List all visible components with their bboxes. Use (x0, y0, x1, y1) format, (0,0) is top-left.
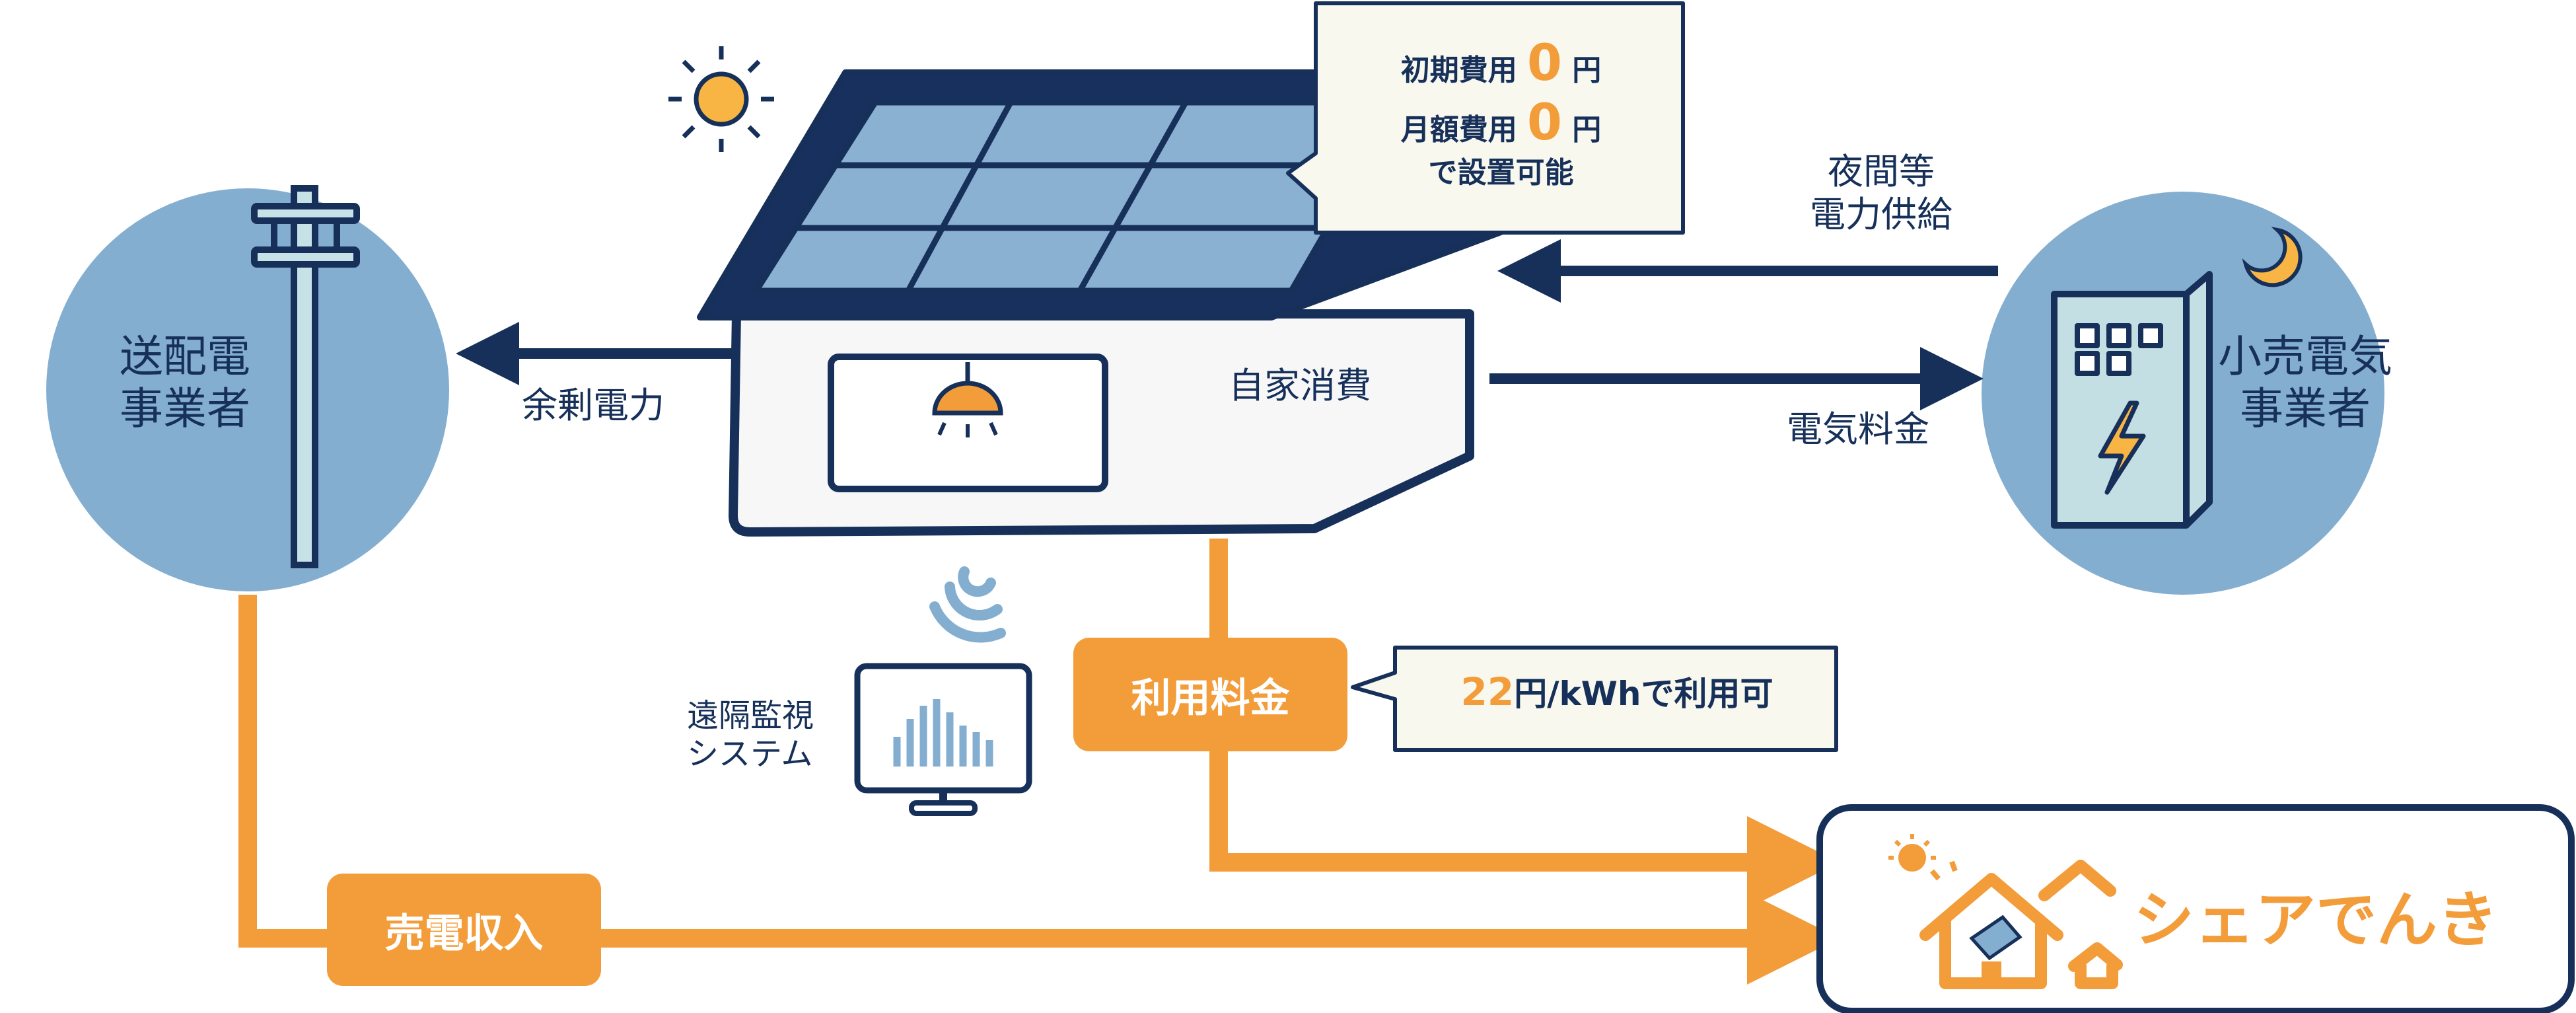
initial-cost-value: 0 (1527, 33, 1562, 92)
solar-panel-grid (796, 100, 1364, 293)
monitoring-line2: システム (687, 735, 813, 772)
monitoring-line1: 遠隔監視 (687, 697, 814, 734)
wifi-signal-icon (929, 566, 1006, 643)
sales-income-badge: 売電収入 (327, 874, 601, 986)
house-logo-icon (1888, 834, 2123, 989)
grid-operator-label: 送配電 事業者 (102, 330, 268, 435)
grid-operator-node (46, 185, 449, 591)
cost-callout-box (1286, 1, 1685, 235)
moon-icon (2242, 227, 2303, 287)
sales-income-flow (238, 595, 1840, 985)
monthly-cost-currency: 円 (1572, 113, 1602, 147)
retailer-node (1982, 192, 2384, 595)
utility-pole-icon (251, 185, 360, 568)
surplus-label: 余剰電力 (522, 385, 664, 426)
power-cabinet-icon (2051, 271, 2213, 529)
self-consumption-label: 自家消費 (1229, 365, 1371, 406)
usage-fee-badge: 利用料金 (1073, 638, 1347, 751)
brand-box (1816, 804, 2575, 1013)
monthly-cost-label: 月額費用 (1400, 113, 1517, 147)
lamp-icon (932, 362, 1003, 437)
sun-icon (668, 46, 774, 152)
grid-operator-line2: 事業者 (120, 383, 250, 435)
house-window (828, 354, 1108, 492)
night-supply-label: 夜間等 電力供給 (1810, 151, 1952, 237)
cost-monthly-row: 月額費用 0 円 (1321, 93, 1681, 151)
rate-callout-box (1351, 646, 1838, 752)
house (697, 69, 1506, 537)
night-supply-line1: 夜間等 (1828, 151, 1935, 192)
retailer-line1: 小売電気 (2218, 331, 2392, 382)
monitor-chart-icon (854, 663, 1032, 816)
lightning-icon (2098, 400, 2146, 495)
retailer-line2: 事業者 (2240, 383, 2371, 435)
retailer-label: 小売電気 事業者 (2200, 330, 2411, 435)
rate-value: 22 (1460, 669, 1515, 714)
initial-cost-currency: 円 (1572, 54, 1602, 87)
initial-cost-label: 初期費用 (1400, 54, 1517, 87)
electricity-fee-label: 電気料金 (1787, 408, 1929, 450)
monitoring-label: 遠隔監視 システム (687, 697, 814, 773)
cost-callout-text: 初期費用 0 円 月額費用 0 円 で設置可能 (1321, 33, 1681, 191)
rate-callout-text: 22円/kWhで利用可 (1399, 667, 1835, 715)
cost-initial-row: 初期費用 0 円 (1321, 33, 1681, 93)
rate-unit: 円/kWhで利用可 (1514, 675, 1773, 713)
monthly-cost-value: 0 (1527, 93, 1562, 151)
night-supply-line2: 電力供給 (1810, 193, 1952, 235)
brand-name: シェアでんき (2133, 885, 2499, 956)
cost-suffix: で設置可能 (1428, 156, 1574, 190)
grid-operator-line1: 送配電 (120, 331, 250, 382)
